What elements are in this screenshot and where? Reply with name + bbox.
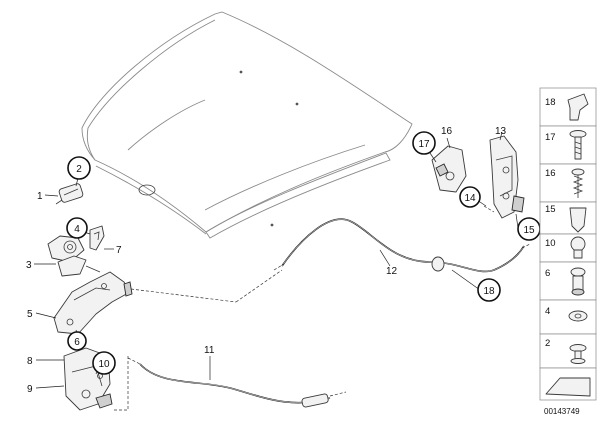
sidebar-label-15: 15 <box>545 204 556 215</box>
hood <box>81 11 413 239</box>
part-7-bracket <box>89 225 105 251</box>
clip-icon <box>567 93 589 121</box>
reference-number: 00143749 <box>544 407 580 416</box>
plug-icon <box>569 207 587 233</box>
callout-ring-2 <box>67 156 91 180</box>
label-6: 6 <box>74 337 80 348</box>
callout-ring-4 <box>66 217 88 239</box>
sidebar-label-4: 4 <box>545 306 550 317</box>
label-13: 13 <box>495 126 507 137</box>
screw-icon <box>569 130 587 160</box>
sidebar-label-10: 10 <box>545 238 556 249</box>
callout-ring-17 <box>412 131 436 155</box>
part-13-hinge <box>489 135 525 219</box>
label-15: 15 <box>523 225 535 236</box>
clip-screw-icon <box>569 344 587 364</box>
part-4-latch <box>47 235 85 263</box>
part-12-cable <box>273 218 531 273</box>
label-12: 12 <box>386 266 398 277</box>
sidebar-label-17: 17 <box>545 132 556 143</box>
emblem-icon <box>138 184 156 196</box>
label-5: 5 <box>27 309 33 320</box>
label-8: 8 <box>27 356 33 367</box>
sidebar-label-16: 16 <box>545 168 556 179</box>
part-11-cable <box>112 356 347 411</box>
sidebar-label-18: 18 <box>545 97 556 108</box>
label-1: 1 <box>37 191 43 202</box>
part-3-lever <box>57 255 101 277</box>
relation-line <box>235 269 283 303</box>
sidebar-label-2: 2 <box>545 338 550 349</box>
callout-ring-6 <box>67 331 87 351</box>
callout-ring-10 <box>92 351 116 375</box>
label-14: 14 <box>464 193 476 204</box>
label-7: 7 <box>116 245 122 256</box>
nut-icon <box>568 310 588 322</box>
bumper-icon <box>570 236 586 259</box>
label-10: 10 <box>98 359 110 370</box>
label-3: 3 <box>26 260 32 271</box>
label-2: 2 <box>76 164 82 175</box>
parts-sidebar: 18 17 16 15 10 6 4 2 <box>539 87 597 401</box>
label-17: 17 <box>418 139 430 150</box>
part-16-bracket <box>431 145 467 193</box>
label-16: 16 <box>441 126 453 137</box>
label-4: 4 <box>74 224 80 235</box>
label-9: 9 <box>27 384 33 395</box>
grommet-icon <box>570 267 586 296</box>
part-5-lock-plate <box>53 271 237 335</box>
part-2-grommet <box>55 183 84 205</box>
label-18: 18 <box>483 286 495 297</box>
label-11: 11 <box>204 345 215 356</box>
sidebar-label-6: 6 <box>545 268 550 279</box>
callout-ring-14 <box>459 186 481 208</box>
spring-screw-icon <box>571 168 585 198</box>
callout-ring-18 <box>477 278 501 302</box>
wedge-icon <box>545 377 591 397</box>
